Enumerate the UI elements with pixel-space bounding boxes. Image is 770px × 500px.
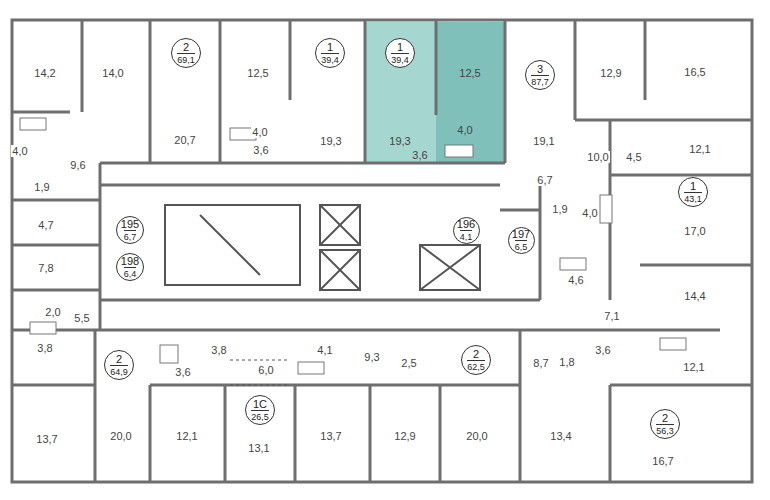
apartment-area: 39,4 [391, 53, 409, 65]
room-area: 12,9 [599, 67, 622, 79]
room-area: 17,0 [683, 225, 706, 237]
room-area: 20,7 [173, 134, 196, 146]
room-area: 19,1 [532, 135, 555, 147]
highlight-room [366, 22, 436, 163]
apartment-area: 87,7 [531, 75, 549, 87]
apartment-area: 62,5 [467, 360, 485, 372]
room-area: 4,1 [316, 344, 333, 356]
room-area: 13,4 [549, 430, 572, 442]
apartment-number: 3 [537, 64, 543, 75]
room-area: 13,7 [319, 430, 342, 442]
room-area: 14,2 [33, 67, 56, 79]
apartment-badge: 139,4 [385, 38, 415, 68]
room-area: 19,3 [319, 135, 342, 147]
room-area: 3,6 [174, 366, 191, 378]
room-area: 6,0 [257, 364, 274, 376]
room-area: 13,7 [35, 433, 58, 445]
room-area: 3,6 [594, 344, 611, 356]
room-area: 3,6 [411, 149, 428, 161]
room-area: 12,1 [682, 361, 705, 373]
room-area: 1,9 [551, 203, 568, 215]
apartment-area: 39,4 [321, 53, 339, 65]
apartment-area: 4,1 [460, 230, 473, 242]
room-area: 4,5 [625, 151, 642, 163]
room-area: 4,6 [567, 274, 584, 286]
room-area: 8,7 [532, 357, 549, 369]
apartment-badge: 262,5 [461, 345, 491, 375]
apartment-area: 6,4 [124, 267, 137, 279]
apartment-area: 6,5 [515, 240, 528, 252]
room-area: 16,7 [651, 455, 674, 467]
apartment-area: 26,5 [251, 410, 269, 422]
room-area: 3,6 [252, 144, 269, 156]
room-area: 12,1 [688, 143, 711, 155]
apartment-number: 1 [327, 42, 333, 53]
room-area: 9,6 [69, 159, 86, 171]
room-area: 4,0 [251, 126, 268, 138]
room-area: 2,5 [400, 357, 417, 369]
apartment-number: 1 [690, 181, 696, 192]
room-area: 20,0 [465, 430, 488, 442]
apartment-area: 56,3 [656, 424, 674, 436]
apartment-area: 6,7 [124, 230, 137, 242]
apartment-number: 196 [457, 219, 475, 230]
room-area: 14,4 [683, 290, 706, 302]
apartment-badge: 264,9 [104, 350, 134, 380]
apartment-badge: 1С26,5 [245, 395, 275, 425]
apartment-area: 69,1 [177, 53, 195, 65]
apartment-number: 2 [116, 354, 122, 365]
apartment-area: 64,9 [110, 365, 128, 377]
apartment-number: 1С [253, 399, 267, 410]
room-area: 20,0 [109, 430, 132, 442]
apartment-badge: 1964,1 [453, 217, 480, 244]
apartment-badge: 387,7 [525, 60, 555, 90]
apartment-badge: 1986,4 [116, 253, 144, 281]
apartment-badge: 1976,5 [508, 227, 535, 254]
room-area: 4,7 [37, 219, 54, 231]
room-area: 13,1 [247, 442, 270, 454]
room-area: 19,3 [388, 135, 411, 147]
room-area: 3,8 [36, 342, 53, 354]
apartment-badge: 139,4 [315, 38, 345, 68]
room-area: 12,1 [175, 430, 198, 442]
room-area: 12,5 [246, 67, 269, 79]
room-area: 7,8 [37, 262, 54, 274]
highlight-room [436, 22, 505, 163]
room-area: 4,0 [456, 124, 473, 136]
room-area: 12,5 [458, 67, 481, 79]
room-area: 14,0 [101, 67, 124, 79]
apartment-badge: 269,1 [171, 38, 201, 68]
apartment-number: 1 [397, 42, 403, 53]
apartment-number: 2 [473, 349, 479, 360]
room-area: 7,1 [603, 310, 620, 322]
room-area: 10,0 [586, 151, 609, 163]
apartment-badge: 256,3 [650, 409, 680, 439]
apartment-number: 197 [512, 229, 530, 240]
room-area: 16,5 [683, 66, 706, 78]
room-area: 1,9 [33, 181, 50, 193]
apartment-area: 43,1 [684, 192, 702, 204]
apartment-number: 195 [121, 219, 139, 230]
apartment-number: 198 [121, 256, 139, 267]
room-area: 1,8 [558, 356, 575, 368]
apartment-badge: 1956,7 [116, 216, 144, 244]
room-area: 2,0 [44, 306, 61, 318]
apartment-number: 2 [662, 413, 668, 424]
apartment-number: 2 [183, 42, 189, 53]
room-area: 9,3 [363, 351, 380, 363]
room-area: 6,7 [536, 174, 553, 186]
apartment-badge: 143,1 [678, 177, 708, 207]
room-area: 4,0 [11, 145, 28, 157]
room-area: 3,8 [210, 344, 227, 356]
room-area: 5,5 [73, 312, 90, 324]
room-area: 4,0 [581, 207, 598, 219]
room-area: 12,9 [393, 430, 416, 442]
